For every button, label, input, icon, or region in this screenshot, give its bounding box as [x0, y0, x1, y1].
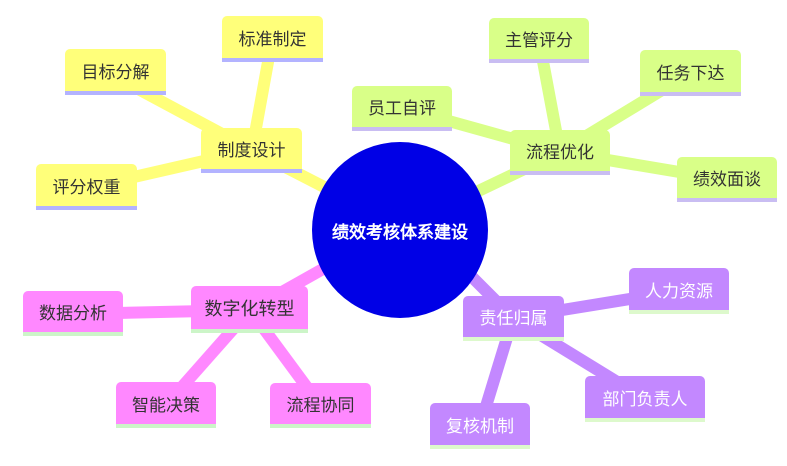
- node-label: 制度设计: [217, 141, 286, 161]
- node-label: 流程优化: [526, 143, 594, 163]
- root-node[interactable]: 绩效考核体系建设: [312, 142, 488, 318]
- leaf-node[interactable]: 员工自评: [352, 86, 452, 131]
- leaf-node[interactable]: 流程协同: [270, 383, 371, 428]
- node-label: 绩效面谈: [693, 170, 761, 190]
- branch-node-zeren[interactable]: 责任归属: [463, 296, 564, 341]
- leaf-node[interactable]: 评分权重: [36, 164, 137, 210]
- leaf-node[interactable]: 绩效面谈: [677, 157, 777, 202]
- node-label: 智能决策: [132, 395, 200, 416]
- node-label: 流程协同: [286, 396, 355, 416]
- leaf-node[interactable]: 数据分析: [23, 291, 123, 336]
- node-label: 数字化转型: [204, 298, 295, 320]
- leaf-node[interactable]: 部门负责人: [585, 376, 705, 422]
- node-label: 目标分解: [81, 62, 150, 83]
- node-label: 人力资源: [645, 281, 713, 302]
- root-label: 绩效考核体系建设: [332, 222, 468, 243]
- leaf-node[interactable]: 复核机制: [430, 403, 530, 449]
- node-label: 责任归属: [479, 309, 548, 329]
- leaf-node[interactable]: 智能决策: [116, 382, 216, 428]
- leaf-node[interactable]: 主管评分: [489, 18, 589, 63]
- node-label: 任务下达: [656, 63, 725, 84]
- node-label: 评分权重: [52, 177, 121, 198]
- leaf-node[interactable]: 目标分解: [65, 49, 166, 95]
- leaf-node[interactable]: 人力资源: [629, 268, 729, 314]
- node-label: 数据分析: [39, 304, 107, 324]
- node-label: 标准制定: [238, 29, 307, 50]
- node-label: 部门负责人: [602, 389, 688, 410]
- branch-node-liucheng[interactable]: 流程优化: [510, 130, 610, 175]
- leaf-node[interactable]: 任务下达: [640, 50, 741, 96]
- branch-node-zhidu[interactable]: 制度设计: [201, 128, 302, 173]
- node-label: 复核机制: [446, 416, 514, 437]
- leaf-node[interactable]: 标准制定: [222, 16, 323, 62]
- branch-node-shuzi[interactable]: 数字化转型: [191, 286, 308, 333]
- node-label: 主管评分: [505, 31, 573, 51]
- node-label: 员工自评: [368, 99, 436, 119]
